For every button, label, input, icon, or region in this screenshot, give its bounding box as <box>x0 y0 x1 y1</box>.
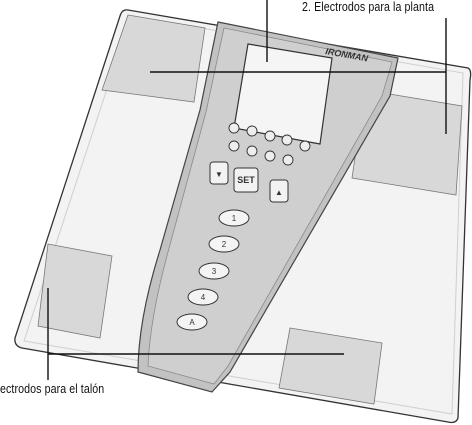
user-button-3[interactable]: 3 <box>199 263 229 279</box>
svg-text:SET: SET <box>237 175 255 185</box>
heel-electrode-left <box>38 244 112 338</box>
heel-electrodes-label: ectrodos para el talón <box>0 381 104 396</box>
plantar-electrodes-label: 2. Electrodos para la planta <box>302 0 434 14</box>
user-button-4[interactable]: 4 <box>188 289 218 305</box>
svg-text:2: 2 <box>222 240 227 249</box>
svg-text:▲: ▲ <box>275 188 283 197</box>
set-button[interactable]: SET <box>234 168 258 192</box>
up-button[interactable]: ▲ <box>270 180 288 202</box>
svg-text:4: 4 <box>201 293 206 302</box>
user-button-2[interactable]: 2 <box>209 236 239 252</box>
svg-text:1: 1 <box>232 214 237 223</box>
user-button-1[interactable]: 1 <box>219 210 249 226</box>
guest-button[interactable]: A <box>177 314 207 330</box>
down-button[interactable]: ▼ <box>210 162 228 184</box>
svg-text:3: 3 <box>212 267 217 276</box>
svg-text:A: A <box>189 318 195 327</box>
svg-text:▼: ▼ <box>215 170 223 179</box>
